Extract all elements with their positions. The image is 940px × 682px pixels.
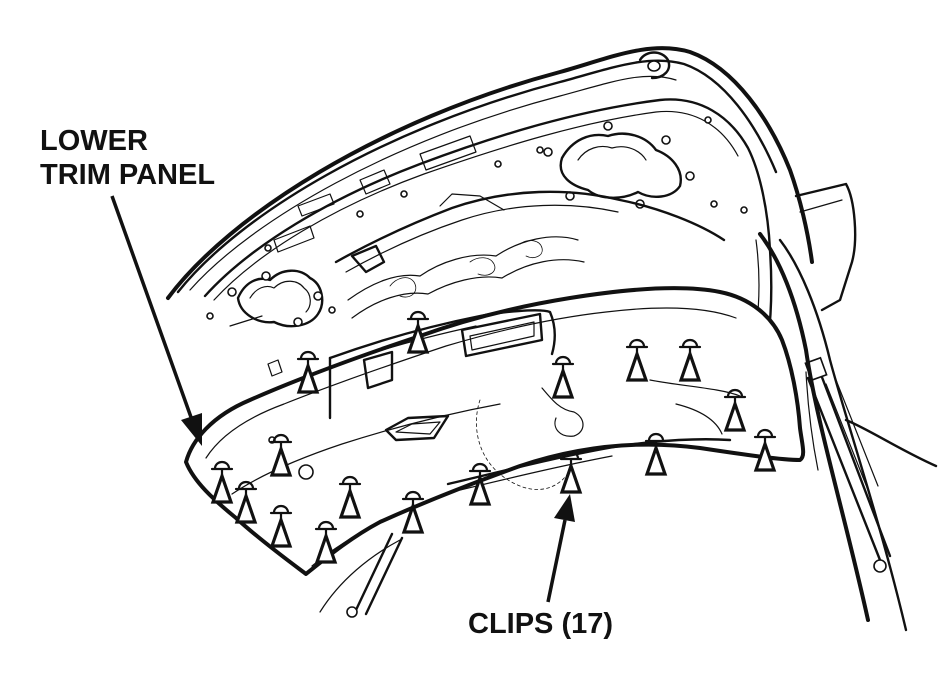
clip-symbol [314, 520, 338, 564]
clip-symbol [551, 355, 575, 399]
clip-symbol [678, 338, 702, 382]
clip-symbol [296, 350, 320, 394]
clip-symbol [338, 475, 362, 519]
trunk-lid-outer [166, 46, 857, 312]
clip-symbol [753, 428, 777, 472]
clip-symbol [210, 460, 234, 504]
clip-symbol [644, 432, 668, 476]
clip-symbol [468, 462, 492, 506]
clip-symbol [234, 480, 258, 524]
clip-symbol [269, 504, 293, 548]
body-opening-right [758, 232, 938, 632]
clip-symbol [269, 433, 293, 477]
clip-symbol [406, 310, 430, 354]
clip-symbol [625, 338, 649, 382]
clip-symbol [559, 450, 583, 494]
lower-trim-panel-leader [110, 195, 202, 446]
clip-symbol [723, 388, 747, 432]
trunk-lid-inner [203, 98, 773, 342]
clip-symbol [401, 490, 425, 534]
clips-label: CLIPS (17) [468, 608, 614, 640]
lower-trim-panel-label-line2: TRIM PANEL [40, 159, 216, 191]
clips [210, 310, 777, 564]
gas-strut-left [319, 532, 404, 618]
clips-leader [546, 494, 575, 603]
lower-trim-panel-label-line1: LOWER [40, 125, 148, 157]
